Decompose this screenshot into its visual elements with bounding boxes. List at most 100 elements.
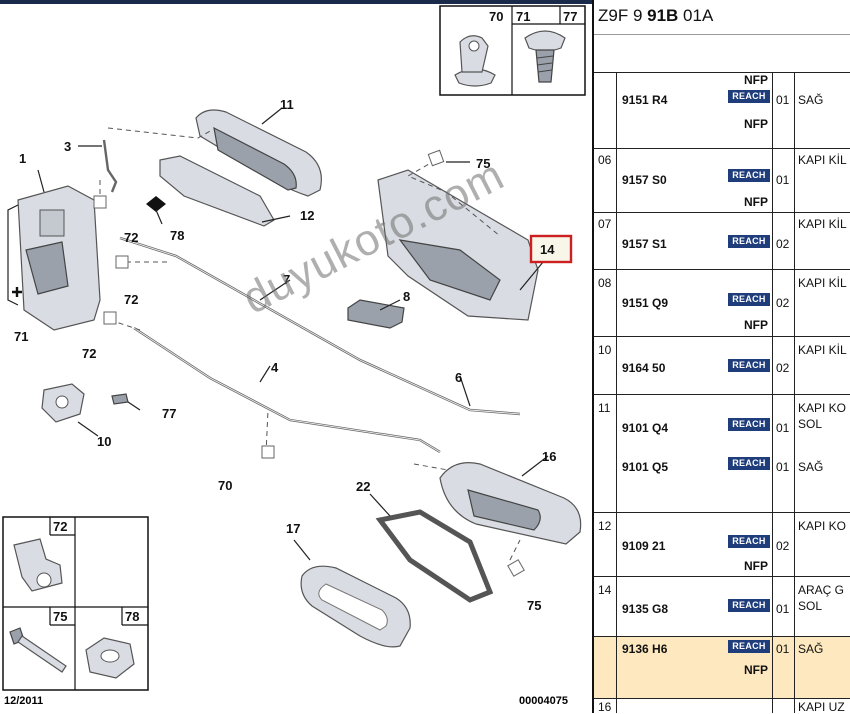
column-divider	[772, 72, 773, 713]
inset-label-72: 72	[53, 519, 67, 534]
quantity: 01	[776, 173, 790, 187]
reach-badge: REACH	[728, 535, 770, 548]
part-reference: 9164 50	[622, 361, 666, 375]
description: KAPI KİL	[798, 343, 847, 357]
part-14-cover	[377, 169, 539, 321]
nfp-label: NFP	[744, 559, 768, 573]
quantity: 01	[776, 642, 790, 656]
part-17-bezel	[300, 565, 411, 648]
quantity: 01	[776, 602, 790, 616]
quantity: 02	[776, 296, 790, 310]
part-12-bracket	[159, 155, 275, 227]
inset-label-71: 71	[516, 9, 530, 24]
header-prefix: Z9F 9	[598, 6, 648, 25]
description-side: SOL	[798, 599, 823, 613]
diagram-top-bar	[0, 0, 592, 4]
position-number: 16	[598, 700, 612, 714]
reach-badge: REACH	[728, 418, 770, 431]
inset-label-77: 77	[563, 9, 577, 24]
callout-75-a: 75	[476, 156, 490, 171]
callout-7: 7	[283, 272, 290, 287]
callout-16: 16	[542, 449, 556, 464]
description: KAPI KİL	[798, 217, 847, 231]
quantity: 01	[776, 460, 790, 474]
description-side: SOL	[798, 417, 823, 431]
reach-badge: REACH	[728, 640, 770, 653]
quantity: 01	[776, 93, 790, 107]
description: KAPI KİL	[798, 276, 847, 290]
reach-badge: REACH	[728, 90, 770, 103]
description: SAĞ	[798, 93, 824, 107]
column-divider	[794, 72, 795, 713]
table-row[interactable]: 11 KAPI KO SOL REACH 9101 Q4 01 REACH 91…	[594, 394, 850, 512]
inset-label-75: 75	[53, 609, 67, 624]
callout-75-b: 75	[527, 598, 541, 613]
header-suffix: 01A	[678, 6, 714, 25]
footer-code: 00004075	[519, 695, 568, 707]
table-row[interactable]: 16 KAPI UZ	[594, 698, 850, 714]
reach-badge: REACH	[728, 235, 770, 248]
nfp-label: NFP	[744, 318, 768, 332]
description: SAĞ	[798, 642, 824, 656]
callout-72-b: 72	[124, 292, 138, 307]
table-row[interactable]: 08 KAPI KİL REACH 9151 Q9 02 NFP	[594, 269, 850, 336]
reach-badge: REACH	[728, 359, 770, 372]
reach-badge: REACH	[728, 457, 770, 470]
part-reference: 9157 S0	[622, 173, 667, 187]
quantity: 02	[776, 361, 790, 375]
description: KAPI UZ	[798, 700, 845, 714]
description: KAPI KİL	[798, 153, 847, 167]
callout-11: 11	[280, 97, 294, 112]
part-1-lock	[7, 185, 101, 331]
footer-date: 12/2011	[4, 695, 44, 707]
table-row[interactable]: NFP REACH 9151 R4 01 SAĞ NFP	[594, 72, 850, 148]
table-row-selected[interactable]: REACH 9136 H6 01 SAĞ NFP	[594, 636, 850, 698]
callout-77: 77	[162, 406, 176, 421]
description: ARAÇ G	[798, 583, 845, 597]
part-reference: 9109 21	[622, 539, 666, 553]
nfp-label: NFP	[744, 117, 768, 131]
panel-header: Z9F 9 91B 01A	[598, 6, 713, 26]
callout-22: 22	[356, 479, 370, 494]
inset-label-70: 70	[489, 9, 503, 24]
inset-box-top: 70 71 77	[439, 5, 586, 96]
nfp-label: NFP	[744, 195, 768, 209]
part-22-frame	[375, 509, 494, 603]
position-number: 10	[598, 343, 612, 357]
parts-diagram: 70 71 77 72 75 78	[0, 0, 592, 707]
part-reference: 9151 R4	[622, 93, 668, 107]
part-reference: 9101 Q4	[622, 421, 669, 435]
callout-72-a: 72	[124, 230, 138, 245]
callout-12: 12	[300, 208, 314, 223]
inset-label-78: 78	[125, 609, 139, 624]
position-number: 08	[598, 276, 612, 290]
table-row[interactable]: 06 KAPI KİL REACH 9157 S0 01 NFP	[594, 148, 850, 212]
description-side: SAĞ	[798, 460, 824, 474]
callout-14-highlight[interactable]: 14	[529, 234, 573, 264]
table-row[interactable]: 14 ARAÇ G SOL REACH 9135 G8 01	[594, 576, 850, 636]
table-row[interactable]: 07 KAPI KİL REACH 9157 S1 02	[594, 212, 850, 269]
callout-78: 78	[170, 228, 184, 243]
table-row[interactable]: 10 KAPI KİL REACH 9164 50 02	[594, 336, 850, 394]
callout-70: 70	[218, 478, 232, 493]
position-number: 06	[598, 153, 612, 167]
part-reference: 9135 G8	[622, 602, 669, 616]
table-row[interactable]: 12 KAPI KO REACH 9109 21 02 NFP	[594, 512, 850, 576]
callout-72-c: 72	[82, 346, 96, 361]
position-number: 11	[598, 401, 611, 415]
callout-17: 17	[286, 521, 300, 536]
part-8-pad	[347, 299, 405, 329]
nfp-label: NFP	[744, 663, 768, 677]
part-reference: 9151 Q9	[622, 296, 669, 310]
callout-3: 3	[64, 139, 71, 154]
column-divider	[616, 72, 617, 713]
description: KAPI KO	[798, 519, 847, 533]
reach-badge: REACH	[728, 599, 770, 612]
callout-6: 6	[455, 370, 462, 385]
part-11-handle	[195, 109, 322, 197]
callout-14: 14	[540, 242, 555, 257]
part-reference: 9157 S1	[622, 237, 667, 251]
position-number: 14	[598, 583, 612, 597]
part-reference: 9101 Q5	[622, 460, 669, 474]
quantity: 02	[776, 237, 790, 251]
